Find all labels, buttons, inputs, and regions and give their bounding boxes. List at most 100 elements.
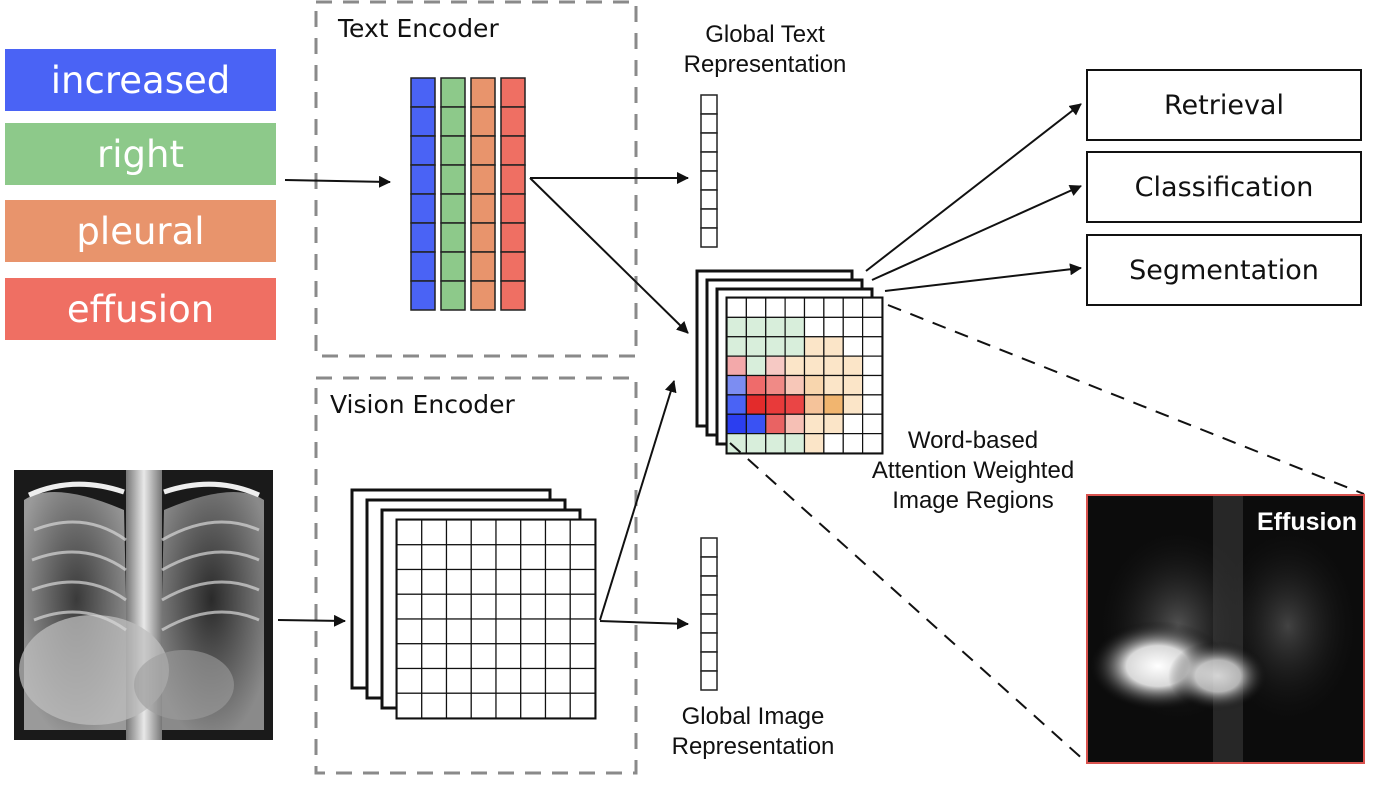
- task-retrieval-label: Retrieval: [1164, 89, 1284, 121]
- vector-cell: [700, 132, 718, 153]
- grid-cell: [421, 593, 448, 620]
- grid-cell: [726, 374, 747, 396]
- image-feature-maps: [350, 488, 597, 720]
- embedding-cell: [470, 193, 496, 224]
- embedding-cell: [500, 106, 526, 137]
- grid-cell: [803, 297, 825, 318]
- grid-cell: [495, 519, 522, 546]
- global-text-label-line1: Global Text: [705, 21, 825, 48]
- grid-cell: [544, 643, 571, 670]
- embedding-cell: [470, 164, 496, 195]
- grid-cell: [544, 544, 571, 571]
- grid-cell: [396, 544, 423, 571]
- vector-cell: [700, 94, 718, 115]
- task-segmentation: Segmentation: [1086, 234, 1362, 306]
- global-image-label-line1: Global Image: [681, 703, 825, 730]
- grid-cell: [520, 692, 547, 719]
- embedding-cell: [440, 280, 466, 311]
- embedding-cell: [410, 222, 436, 253]
- arrow-to-retrieval: [865, 103, 1082, 272]
- grid-cell: [765, 336, 786, 357]
- grid-cell: [470, 643, 497, 670]
- grid-cell: [544, 667, 571, 694]
- grid-cell: [520, 544, 547, 571]
- embedding-cell: [410, 280, 436, 311]
- grid-cell: [765, 316, 786, 338]
- attention-label-line2: Attention Weighted: [871, 457, 1075, 484]
- attention-label-line3: Image Regions: [892, 487, 1054, 514]
- grid-cell: [862, 316, 883, 338]
- grid-cell: [862, 336, 883, 357]
- embedding-cell: [470, 135, 496, 166]
- embedding-cell: [410, 164, 436, 195]
- grid-cell: [495, 667, 522, 694]
- task-retrieval: Retrieval: [1086, 69, 1362, 141]
- embedding-cell: [470, 106, 496, 137]
- grid-cell: [765, 413, 786, 435]
- arrow-text-to-attention: [529, 177, 689, 334]
- task-classification-label: Classification: [1134, 171, 1314, 203]
- grid-cell: [726, 355, 747, 377]
- vector-cell: [700, 556, 718, 577]
- grid-cell: [445, 643, 472, 670]
- grid-cell: [765, 297, 786, 318]
- grid-cell: [544, 618, 571, 645]
- grid-cell: [396, 568, 423, 595]
- grid-cell: [842, 355, 864, 377]
- grid-cell: [784, 433, 806, 454]
- grid-cell: [842, 297, 864, 318]
- grid-cell: [803, 355, 825, 377]
- embedding-cell: [470, 280, 496, 311]
- grid-cell: [445, 667, 472, 694]
- task-segmentation-label: Segmentation: [1129, 254, 1319, 286]
- vector-cell: [700, 632, 718, 653]
- task-classification: Classification: [1086, 151, 1362, 223]
- grid-cell: [544, 519, 571, 546]
- vision-encoder-title: Vision Encoder: [330, 390, 515, 419]
- grid-cell: [396, 667, 423, 694]
- grid-cell: [784, 336, 806, 357]
- grid-cell: [569, 643, 596, 670]
- grid-cell: [445, 519, 472, 546]
- embedding-cell: [470, 222, 496, 253]
- effusion-label: Effusion: [1257, 508, 1357, 536]
- grid-cell: [745, 316, 767, 338]
- grid-cell: [765, 394, 786, 415]
- grid-cell: [823, 374, 844, 396]
- token-effusion: effusion: [5, 278, 276, 340]
- grid-cell: [520, 593, 547, 620]
- grid-cell: [862, 297, 883, 318]
- attention-label-line1: Word-based: [907, 427, 1039, 454]
- grid-cell: [726, 336, 747, 357]
- embedding-cell: [500, 164, 526, 195]
- embedding-cell: [410, 251, 436, 282]
- grid-cell: [470, 667, 497, 694]
- grid-cell: [784, 394, 806, 415]
- grid-cell: [803, 433, 825, 454]
- grid-cell: [784, 355, 806, 377]
- grid-cell: [520, 519, 547, 546]
- grid-cell: [520, 667, 547, 694]
- grid-cell: [862, 374, 883, 396]
- grid-cell: [569, 544, 596, 571]
- grid-cell: [745, 374, 767, 396]
- grid-cell: [421, 667, 448, 694]
- arrow-to-classification: [871, 185, 1082, 281]
- grid-cell: [765, 355, 786, 377]
- embedding-cell: [410, 193, 436, 224]
- token-right: right: [5, 123, 276, 185]
- vector-cell: [700, 208, 718, 229]
- grid-cell: [803, 316, 825, 338]
- grid-cell: [495, 692, 522, 719]
- grid-cell: [842, 374, 864, 396]
- grid-cell: [421, 692, 448, 719]
- grid-cell: [569, 519, 596, 546]
- grid-cell: [569, 667, 596, 694]
- vector-cell: [700, 170, 718, 191]
- grid-cell: [784, 374, 806, 396]
- grid-cell: [569, 692, 596, 719]
- vector-cell: [700, 575, 718, 596]
- embedding-cell: [500, 193, 526, 224]
- grid-cell: [396, 618, 423, 645]
- grid-cell: [823, 336, 844, 357]
